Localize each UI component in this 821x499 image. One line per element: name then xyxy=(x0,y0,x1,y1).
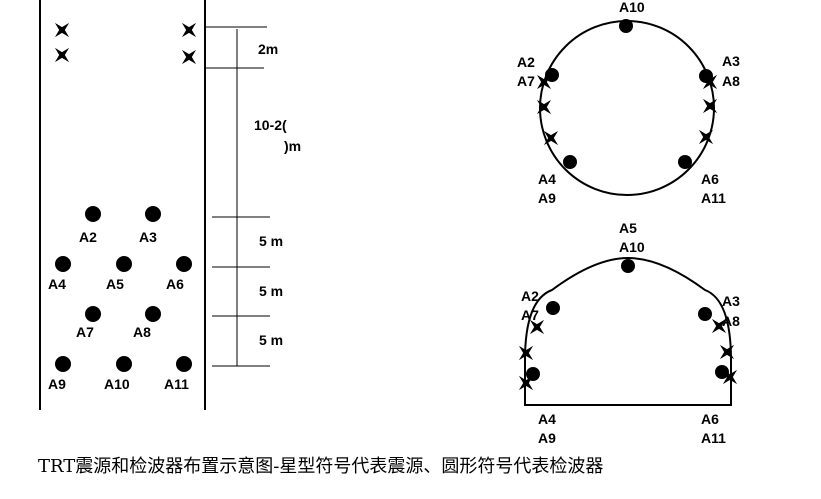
arched-cross-section: A5 A10 A2 A7 A3 A8 A4 A9 A6 A11 xyxy=(511,220,745,446)
receiver-dot-icon xyxy=(563,155,577,169)
receiver-label: A10 xyxy=(104,376,130,392)
receiver-dot-icon xyxy=(55,356,71,372)
tunnel-circle-outline xyxy=(539,20,715,196)
circular-cross-section: A10 A2 A7 A3 A8 A4 A9 A6 A11 xyxy=(517,0,740,206)
receiver-label: A7 xyxy=(517,73,535,89)
dimension-label: 10-2( xyxy=(254,117,287,133)
receiver-dot-icon xyxy=(619,19,633,33)
receiver-dot-icon xyxy=(116,256,132,272)
receiver-label: A4 xyxy=(538,411,556,427)
receiver-label: A6 xyxy=(701,171,719,187)
receiver-dot-icon xyxy=(145,306,161,322)
receiver-label: A3 xyxy=(139,229,157,245)
receiver-label: A11 xyxy=(164,376,189,392)
source-star-icon xyxy=(529,92,559,122)
receiver-label: A9 xyxy=(48,376,66,392)
receiver-label: A6 xyxy=(701,411,719,427)
source-star-icon xyxy=(174,15,204,45)
receiver-dot-icon xyxy=(55,256,71,272)
receiver-dot-icon xyxy=(145,206,161,222)
receiver-label: A3 xyxy=(722,293,740,309)
dimension-label: 5 m xyxy=(259,332,283,348)
receiver-label: A8 xyxy=(722,313,740,329)
receiver-dot-icon xyxy=(698,307,712,321)
receiver-label: A2 xyxy=(517,54,535,70)
receiver-label: A5 xyxy=(106,276,124,292)
dimension-label: 5 m xyxy=(259,233,283,249)
receiver-label: A8 xyxy=(722,73,740,89)
dimension-label: 5 m xyxy=(259,283,283,299)
source-star-icon xyxy=(174,42,204,72)
source-star-icon xyxy=(47,40,77,70)
receiver-dot-icon xyxy=(116,356,132,372)
receiver-label: A9 xyxy=(538,190,556,206)
receiver-label: A4 xyxy=(48,276,66,292)
figure-caption: TRT震源和检波器布置示意图-星型符号代表震源、圆形符号代表检波器 xyxy=(38,456,604,477)
receiver-label: A8 xyxy=(133,324,151,340)
receiver-label: A4 xyxy=(538,171,556,187)
source-star-icon xyxy=(695,91,725,121)
receiver-label: A10 xyxy=(619,239,645,255)
dimension-line: 2m 10-2( )m 5 m 5 m 5 m xyxy=(205,26,301,367)
plan-view: A2 A3 A4 A5 A6 A7 A8 A9 A10 A11 xyxy=(39,0,206,410)
receiver-dot-icon xyxy=(546,301,560,315)
receiver-label: A6 xyxy=(166,276,184,292)
source-star-icon xyxy=(691,122,721,152)
receiver-label: A2 xyxy=(521,288,539,304)
source-star-icon xyxy=(536,123,566,153)
receiver-dot-icon xyxy=(85,206,101,222)
receiver-dot-icon xyxy=(85,306,101,322)
receiver-label: A3 xyxy=(722,53,740,69)
receiver-dot-icon xyxy=(715,365,729,379)
receiver-label: A11 xyxy=(701,190,726,206)
source-star-icon xyxy=(47,15,77,45)
source-star-icon xyxy=(712,337,742,367)
receiver-label: A9 xyxy=(538,430,556,446)
receiver-dot-icon xyxy=(621,259,635,273)
receiver-dot-icon xyxy=(176,356,192,372)
receiver-label: A10 xyxy=(619,0,645,15)
dimension-label: 2m xyxy=(258,41,278,57)
receiver-dot-icon xyxy=(678,155,692,169)
receiver-dot-icon xyxy=(176,256,192,272)
receiver-label: A5 xyxy=(619,220,637,236)
tunnel-arch-outline xyxy=(524,256,732,406)
receiver-dot-icon xyxy=(526,367,540,381)
receiver-label: A2 xyxy=(79,229,97,245)
receiver-label: A11 xyxy=(701,430,726,446)
dimension-label: )m xyxy=(284,138,301,154)
receiver-label: A7 xyxy=(76,324,94,340)
receiver-label: A7 xyxy=(521,307,539,323)
